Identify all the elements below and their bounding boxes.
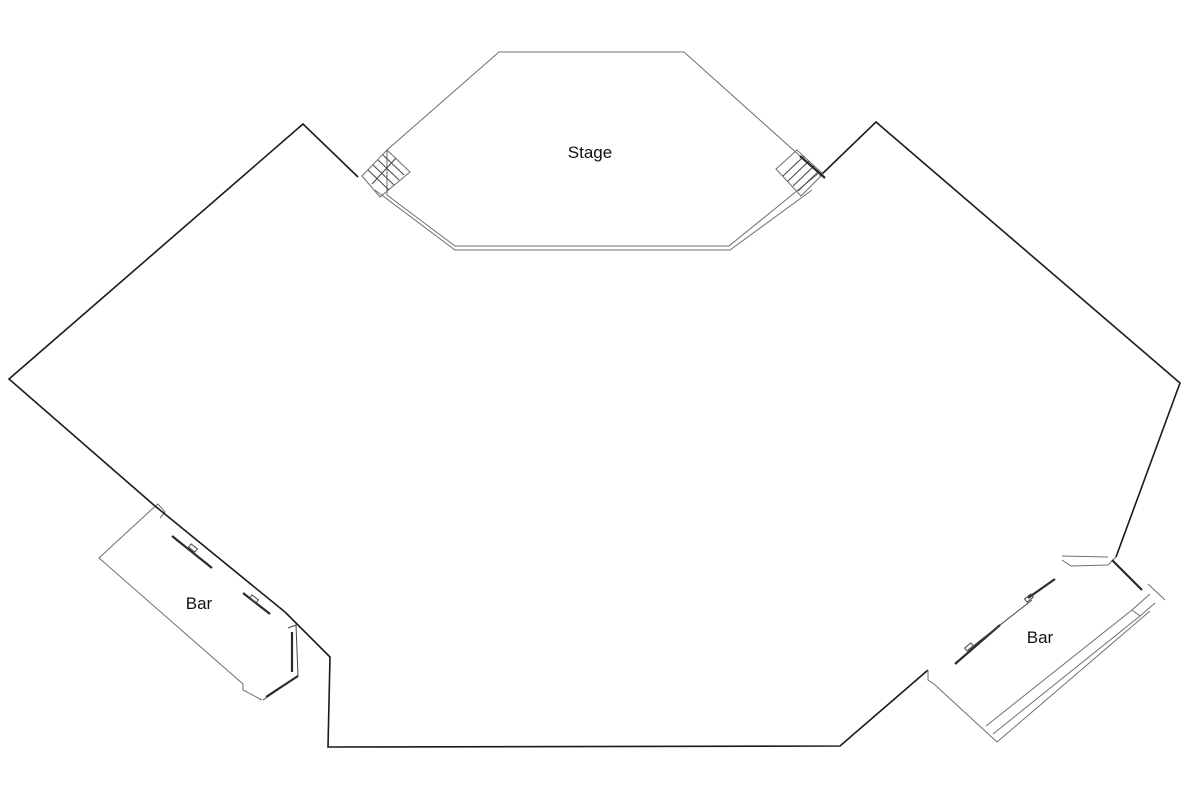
main-hall — [7, 120, 1181, 748]
hall-wall-right — [819, 120, 1181, 558]
bar-right-outline — [933, 683, 998, 743]
bar-left-wall — [154, 505, 286, 613]
bar-left-counter-1 — [171, 535, 213, 569]
bar-right-label: Bar — [1027, 628, 1054, 647]
hall-wall-bottom-left — [284, 611, 929, 748]
bar-right-door — [1111, 559, 1143, 591]
bar-left-outline — [98, 509, 263, 701]
stage-front-edge — [374, 189, 813, 251]
bar-right-top-wall — [1061, 556, 1117, 567]
stage-label: Stage — [568, 143, 612, 162]
bar-right-counter-1 — [1027, 578, 1056, 599]
bar-right-wall-stub — [927, 670, 935, 685]
bar-left-label: Bar — [186, 594, 213, 613]
stage-stairs-right — [775, 149, 826, 197]
hall-wall-left — [7, 122, 359, 507]
bar-right-backbar — [985, 609, 1141, 735]
bar-left-counter-2 — [242, 592, 271, 615]
bar-right-counter-2 — [954, 624, 1001, 665]
stage: Stage — [361, 51, 826, 251]
stage-outline — [386, 51, 820, 247]
bar-left: Bar — [98, 503, 299, 701]
bar-right: Bar — [927, 555, 1166, 743]
stage-stairs-left — [361, 149, 411, 198]
